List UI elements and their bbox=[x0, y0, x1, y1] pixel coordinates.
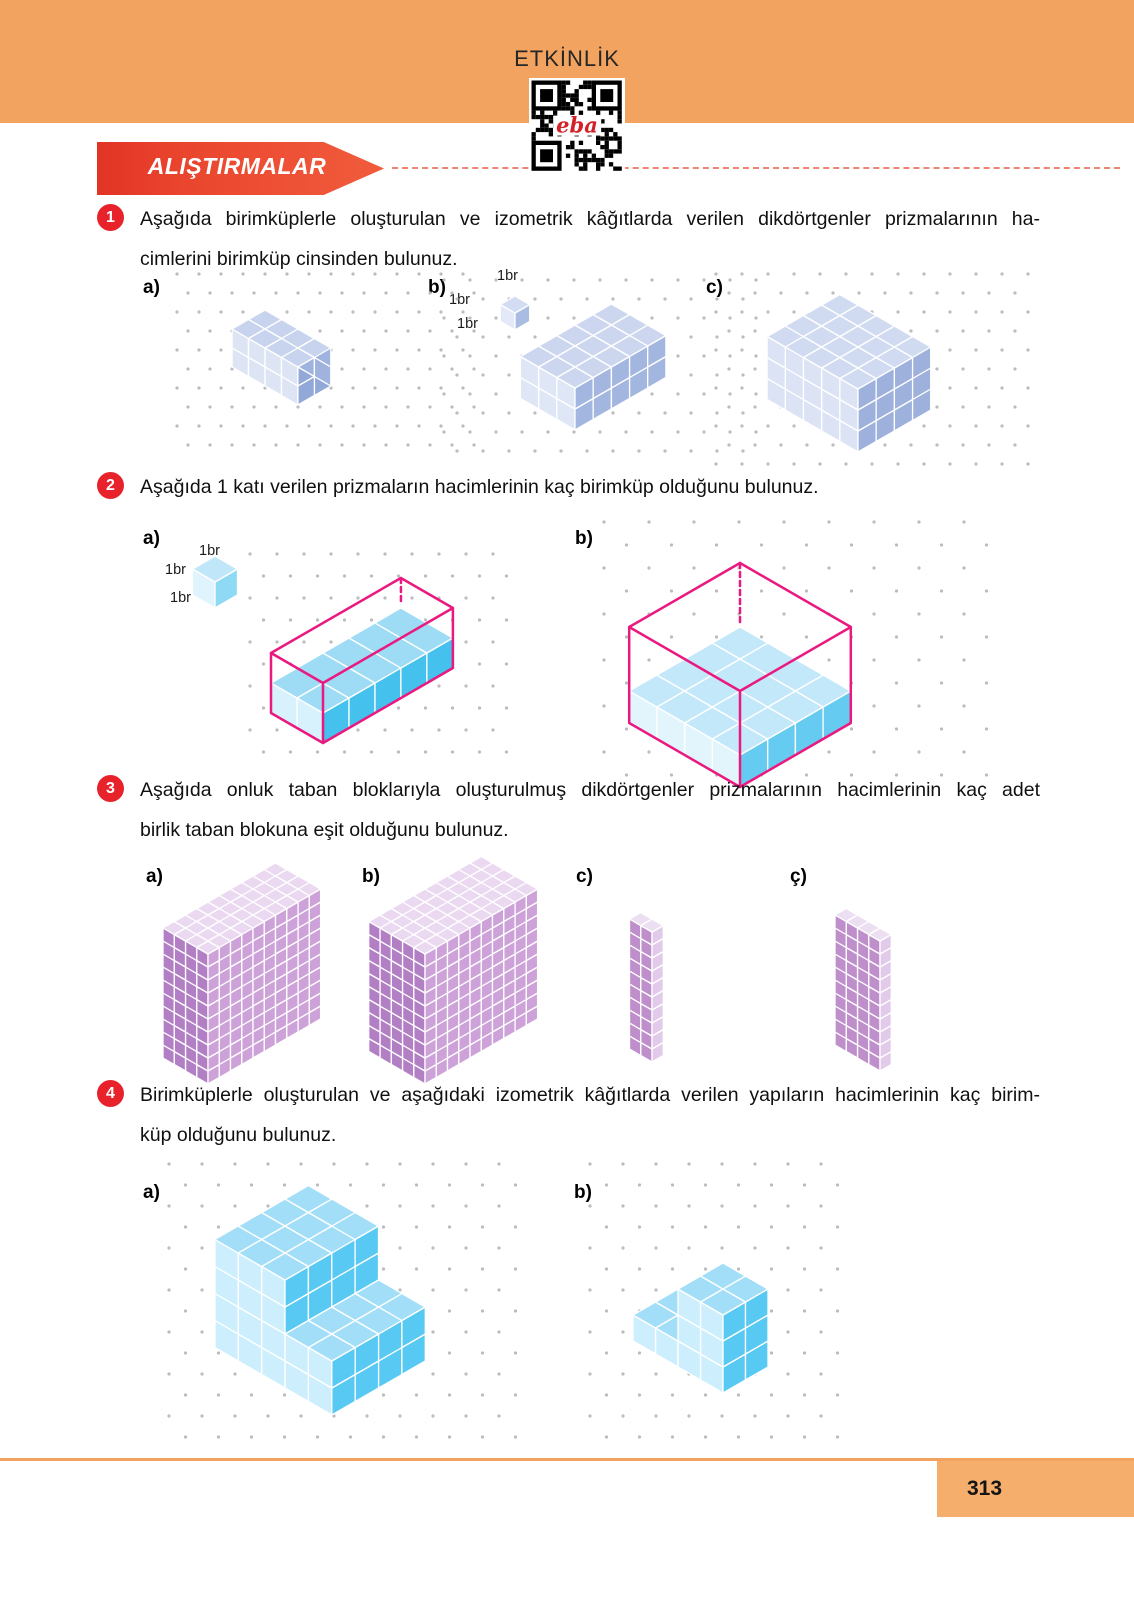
unit-label-q1b-bottom: 1br bbox=[457, 316, 478, 332]
question-4-text-line-2: küp olduğunu bulunuz. bbox=[140, 1124, 337, 1146]
part-label-q2-b: b) bbox=[575, 528, 593, 549]
part-label-q2-a: a) bbox=[143, 528, 160, 549]
activity-heading: ETKİNLİK bbox=[514, 46, 620, 71]
figure-q2a-layer-wireframe bbox=[191, 552, 509, 754]
question-3-text-line-1: Aşağıda onluk taban bloklarıyla oluşturu… bbox=[140, 779, 1040, 801]
figure-q3c-base-ten-rods bbox=[628, 911, 664, 1063]
question-1-number-badge: 1 bbox=[97, 204, 124, 231]
figure-q3a-base-ten-block bbox=[162, 862, 322, 1085]
figure-q3b-base-ten-block bbox=[368, 855, 539, 1085]
question-2-number-badge: 2 bbox=[97, 472, 124, 499]
exercises-banner-title: ALIŞTIRMALAR bbox=[147, 153, 327, 179]
figure-q1c-prism bbox=[714, 272, 1030, 466]
figure-q1b-prism bbox=[442, 278, 758, 453]
question-1-text-line-1: Aşağıda birimküplerle oluşturulan ve izo… bbox=[140, 208, 1040, 230]
unit-label-q2a-left: 1br bbox=[165, 562, 186, 578]
part-label-q4-a: a) bbox=[143, 1182, 160, 1203]
part-label-q3-c: c) bbox=[576, 866, 593, 887]
unit-label-q2a-top: 1br bbox=[199, 543, 220, 559]
header-dashed-rule bbox=[392, 167, 1120, 169]
question-3-text-line-2: birlik taban blokuna eşit olduğunu bulun… bbox=[140, 819, 509, 841]
question-3-number-badge: 3 bbox=[97, 775, 124, 802]
question-4-text-line-1: Birimküplerle oluşturulan ve aşağıdaki i… bbox=[140, 1084, 1040, 1106]
part-label-q3-cc: ç) bbox=[790, 866, 807, 887]
part-label-q1-c: c) bbox=[706, 277, 723, 298]
part-label-q3-b: b) bbox=[362, 866, 380, 887]
qr-code: eba bbox=[529, 78, 625, 174]
footer-orange-rule bbox=[0, 1458, 1134, 1461]
question-1-text-line-2: cimlerini birimküp cinsinden bulunuz. bbox=[140, 248, 458, 270]
figure-q3cc-base-ten-rods bbox=[834, 907, 892, 1072]
unit-label-q1b-top: 1br bbox=[497, 268, 518, 284]
unit-label-q2a-bottom: 1br bbox=[170, 590, 191, 606]
question-4-number-badge: 4 bbox=[97, 1080, 124, 1107]
figure-q1a-prism bbox=[175, 272, 476, 447]
part-label-q4-b: b) bbox=[574, 1182, 592, 1203]
figure-q4b-cube-structure bbox=[588, 1162, 840, 1439]
part-label-q3-a: a) bbox=[146, 866, 163, 887]
part-label-q1-a: a) bbox=[143, 277, 160, 298]
page-number-box: 313 bbox=[937, 1461, 1134, 1517]
page-number: 313 bbox=[967, 1477, 1003, 1500]
qr-eba-logo: eba bbox=[553, 115, 601, 136]
question-2-text-line-1: Aşağıda 1 katı verilen prizmaların hacim… bbox=[140, 476, 819, 498]
figure-q4a-cube-structure bbox=[167, 1162, 518, 1439]
figure-q2b-layer-wireframe bbox=[602, 520, 989, 789]
exercises-banner: ALIŞTIRMALAR bbox=[97, 142, 384, 195]
unit-label-q1b-left: 1br bbox=[449, 292, 470, 308]
part-label-q1-b: b) bbox=[428, 277, 446, 298]
